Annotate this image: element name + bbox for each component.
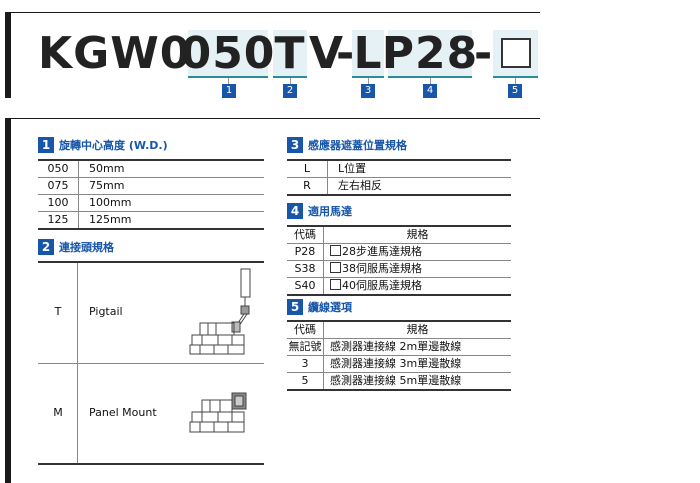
connector-code-m: M [53,406,63,419]
pigtail-drawing [189,268,251,355]
code-cell: 5 [287,372,324,391]
value-cell: 38伺服馬達規格 [323,260,511,278]
code-cell: S40 [287,277,324,296]
section-1-title: 旋轉中心高度 (W.D.) [59,139,168,152]
number-badge-5: 5 [508,84,522,98]
number-badge-2: 2 [283,84,297,98]
number-badge-4: 4 [423,84,437,98]
value-cell: 左右相反 [327,177,511,196]
number-badge-3: 3 [361,84,375,98]
section-1-heading: 1 旋轉中心高度 (W.D.) [38,137,168,153]
header-code: 代碼 [287,320,324,339]
code-cell: 100 [38,194,79,212]
value-cell: 28步進馬達規格 [323,243,511,261]
tick-1 [228,78,229,86]
code-cell: 075 [38,177,79,195]
segment-motor: P28 [381,27,479,79]
table-row: P28 28步進馬達規格 [287,243,511,261]
section-4-badge: 4 [287,203,303,219]
code-cell: 3 [287,355,324,373]
tick-3 [368,78,369,86]
code-cell: R [287,177,328,196]
tick-4 [430,78,431,86]
header-spec: 規格 [323,320,511,339]
connector-table-top [38,261,264,263]
segment-v: V [309,28,344,79]
dash-2: - [474,28,493,79]
section-1-badge: 1 [38,137,54,153]
panel-mount-drawing [189,392,247,433]
table-row: 無記號感測器連接線 2m單邊散線 [287,338,511,356]
table-row: S38 38伺服馬達規格 [287,260,511,278]
tick-2 [290,78,291,86]
number-badge-1: 1 [222,84,236,98]
section-5-title: 纜線選項 [308,301,352,314]
table-header-row: 代碼規格 [287,225,511,244]
value-cell: L位置 [327,159,511,178]
code-cell: P28 [287,243,324,261]
section-3-heading: 3 感應器遮蓋位置規格 [287,137,407,153]
placeholder-box-icon [500,38,531,68]
connector-table-bottom [38,463,264,465]
header-code: 代碼 [287,225,324,244]
value-text: 40伺服馬達規格 [342,279,422,292]
connector-table-rowline [38,363,264,364]
body-side-bar [5,118,11,483]
value-text: 38伺服馬達規格 [342,262,422,275]
value-cell: 感測器連接線 2m單邊散線 [323,338,511,356]
connector-name-panel-mount: Panel Mount [89,406,157,419]
code-cell: 050 [38,159,79,178]
section-2-title: 連接頭規格 [59,241,114,254]
value-cell: 40伺服馬達規格 [323,277,511,296]
header-side-bar [5,12,11,98]
value-cell: 感測器連接線 5m單邊散線 [323,372,511,391]
section-3-badge: 3 [287,137,303,153]
section-2-badge: 2 [38,239,54,255]
header-top-rule [5,12,540,13]
connector-name-pigtail: Pigtail [89,305,123,318]
section-4-heading: 4 適用馬達 [287,203,352,219]
table-row: S40 40伺服馬達規格 [287,277,511,296]
checkbox-icon [330,279,341,290]
checkbox-icon [330,262,341,273]
code-cell: 125 [38,211,79,230]
segment-cable [493,30,538,78]
header-spec: 規格 [323,225,511,244]
code-cell: 無記號 [287,338,324,356]
section-4-title: 適用馬達 [308,205,352,218]
segment-wd: 050 [180,27,276,79]
segment-cover: L [352,27,384,79]
section-5-badge: 5 [287,299,303,315]
value-cell: 75mm [78,177,264,195]
body-top-rule [5,118,540,119]
tick-5 [515,78,516,86]
checkbox-icon [330,245,341,256]
code-cell: S38 [287,260,324,278]
section-3-title: 感應器遮蓋位置規格 [308,139,407,152]
motor-table: 代碼規格 P28 28步進馬達規格 S38 38伺服馬達規格 S40 40伺服馬達規格 [287,225,511,296]
value-text: 28步進馬達規格 [342,245,422,258]
code-cell: L [287,159,328,178]
section-5-heading: 5 纜線選項 [287,299,352,315]
value-cell: 感測器連接線 3m單邊散線 [323,355,511,373]
value-cell: 125mm [78,211,264,230]
segment-connector: T [273,27,307,79]
value-cell: 100mm [78,194,264,212]
table-header-row: 代碼規格 [287,320,511,339]
connector-code-t: T [54,305,62,318]
dash-1: - [336,28,355,79]
value-cell: 50mm [78,159,264,178]
section-2-heading: 2 連接頭規格 [38,239,114,255]
